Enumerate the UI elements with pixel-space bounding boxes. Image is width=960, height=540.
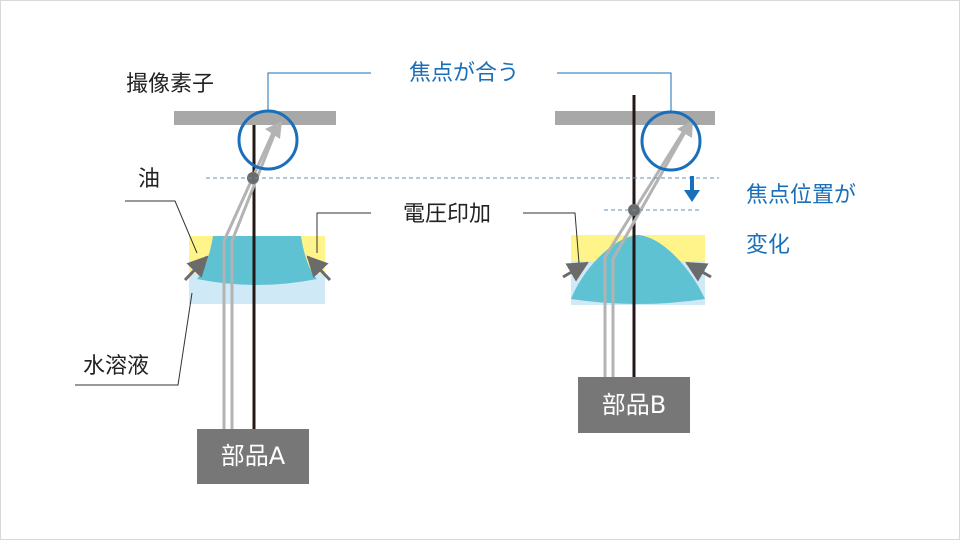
image-sensor-label: 撮像素子 bbox=[126, 72, 214, 97]
light-ray bbox=[222, 125, 278, 429]
voltage-leader bbox=[316, 212, 371, 253]
ray-arrowhead bbox=[677, 120, 693, 138]
part-b-label: 部品B bbox=[602, 391, 666, 419]
part-b-box bbox=[578, 377, 690, 433]
electrode-left-1 bbox=[183, 255, 209, 282]
ray-arrowhead bbox=[265, 121, 282, 139]
focus-leader bbox=[267, 72, 371, 111]
liquid-lens-left bbox=[197, 236, 317, 285]
leader-lines bbox=[75, 72, 672, 386]
oil-leader bbox=[125, 200, 198, 254]
aqueous-leader bbox=[75, 292, 193, 386]
aqueous-solution-label: 水溶液 bbox=[83, 354, 149, 379]
light-ray bbox=[230, 124, 280, 429]
focus-leader bbox=[557, 72, 672, 112]
voltage-applied-label: 電圧印加 bbox=[403, 202, 491, 227]
focus-change-label-line2: 変化 bbox=[746, 233, 790, 258]
light-rays-left bbox=[222, 124, 280, 429]
part-a-box bbox=[197, 429, 309, 484]
electrode-left-2 bbox=[306, 255, 332, 282]
focus-change-label-line1: 焦点位置が bbox=[746, 183, 856, 208]
down-arrow-icon bbox=[684, 176, 700, 202]
focal-point-left bbox=[247, 172, 259, 184]
image-sensor-left bbox=[174, 111, 336, 125]
electrode-right-1 bbox=[562, 261, 589, 282]
light-ray bbox=[603, 125, 689, 377]
left-assembly: 部品A bbox=[174, 109, 336, 484]
oil-label: 油 bbox=[138, 167, 160, 192]
right-assembly: 部品B bbox=[555, 95, 715, 433]
electrode-right-2 bbox=[685, 261, 712, 282]
voltage-leader bbox=[523, 212, 580, 264]
part-a-label: 部品A bbox=[221, 442, 286, 470]
in-focus-label: 焦点が合う bbox=[409, 61, 519, 86]
